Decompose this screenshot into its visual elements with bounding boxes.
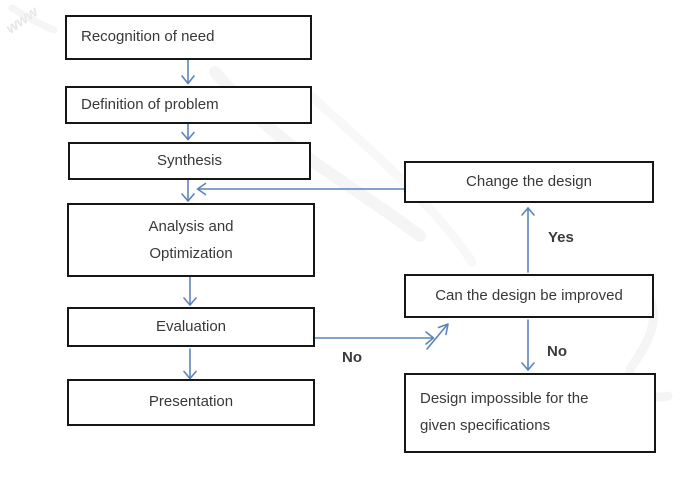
box-label-line1: Design impossible for the: [420, 390, 589, 407]
arrow-recognition-to-definition: [181, 59, 195, 85]
box-label: Presentation: [148, 393, 234, 411]
arrow-definition-to-synthesis: [181, 123, 195, 141]
flow-box-evaluation: Evaluation: [67, 307, 315, 347]
box-label: Can the design be improved: [435, 286, 623, 304]
flow-box-presentation: Presentation: [67, 379, 315, 426]
box-label-line2: given specifications: [420, 417, 551, 434]
arrow-improve-to-impossible: [521, 319, 535, 371]
box-label: Evaluation: [155, 317, 227, 335]
box-label: Recognition of need: [81, 28, 215, 46]
arrow-analysis-to-evaluation: [183, 276, 197, 306]
flow-box-change-the-design: Change the design: [404, 161, 654, 203]
arrow-evaluation-to-presentation: [183, 348, 197, 380]
box-label-line2: Optimization: [149, 245, 233, 262]
flow-box-synthesis: Synthesis: [68, 142, 311, 180]
flow-box-recognition-of-need: Recognition of need: [65, 15, 312, 60]
branch-label-no-left: No: [342, 349, 362, 366]
flow-box-can-the-design-be-improved: Can the design be improved: [404, 274, 654, 318]
box-label: Synthesis: [156, 151, 223, 169]
arrow-improve-to-change: [521, 207, 535, 273]
box-label: Change the design: [466, 172, 592, 190]
flow-box-design-impossible: Design impossible for the given specific…: [404, 373, 656, 453]
arrow-synthesis-to-analysis: [181, 179, 195, 202]
branch-label-yes: Yes: [548, 229, 574, 246]
branch-label-no-down: No: [547, 343, 567, 360]
flow-box-analysis-and-optimization: Analysis and Optimization: [67, 203, 315, 277]
flow-box-definition-of-problem: Definition of problem: [65, 86, 312, 124]
arrow-evaluation-to-improve: [314, 323, 449, 350]
arrow-change-to-synthesis: [196, 182, 405, 196]
box-label-line1: Analysis and: [148, 218, 234, 235]
box-label: Definition of problem: [81, 95, 219, 113]
